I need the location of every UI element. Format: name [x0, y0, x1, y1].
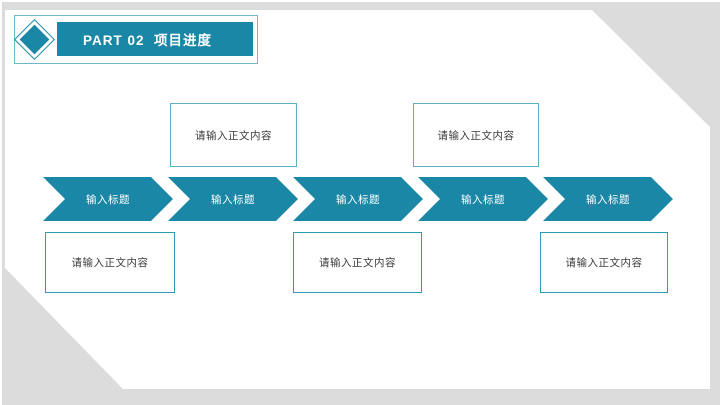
- chevron-step-1[interactable]: 输入标题: [43, 177, 173, 221]
- note-box-step-4[interactable]: 请输入正文内容: [413, 103, 539, 167]
- note-box-step-5[interactable]: 请输入正文内容: [540, 232, 668, 293]
- note-box-step-3[interactable]: 请输入正文内容: [293, 232, 422, 293]
- page-title: PART 02 项目进度: [57, 22, 253, 56]
- note-box-step-1[interactable]: 请输入正文内容: [45, 232, 175, 293]
- note-box-step-2[interactable]: 请输入正文内容: [170, 103, 297, 167]
